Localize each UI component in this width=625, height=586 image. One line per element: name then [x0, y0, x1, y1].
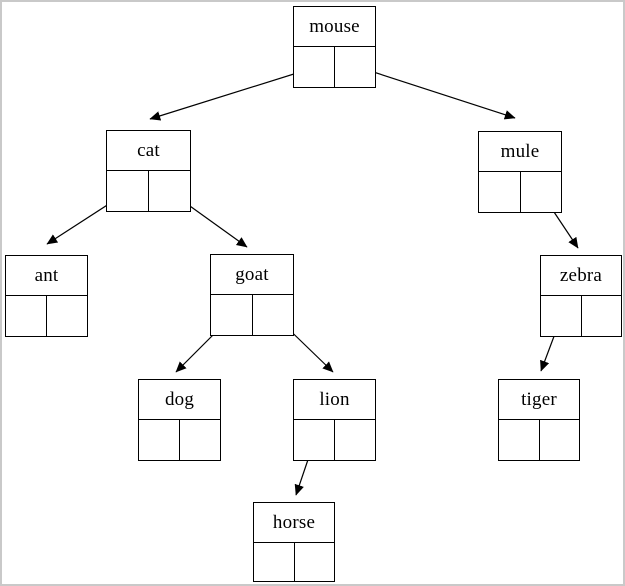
- right-pointer-cell: [540, 420, 580, 460]
- left-pointer-cell: [479, 172, 521, 212]
- left-pointer-cell: [254, 543, 295, 581]
- right-pointer-cell: [47, 296, 87, 336]
- tree-node-tiger: tiger: [498, 379, 580, 461]
- right-pointer-cell: [149, 171, 190, 211]
- edge-mouse-left-to-cat: [149, 67, 314, 121]
- left-pointer-cell: [211, 295, 253, 335]
- node-label-dog: dog: [139, 380, 220, 420]
- right-pointer-cell: [335, 420, 375, 460]
- right-pointer-cell: [295, 543, 335, 581]
- node-label-tiger: tiger: [499, 380, 579, 420]
- tree-node-mouse: mouse: [293, 6, 376, 88]
- edge-mouse-right-to-mule: [354, 65, 516, 120]
- right-pointer-cell: [521, 172, 562, 212]
- pointer-cells-dog: [139, 420, 220, 460]
- pointer-cells-lion: [294, 420, 375, 460]
- pointer-cells-mouse: [294, 47, 375, 87]
- pointer-cells-horse: [254, 543, 334, 581]
- pointer-cells-zebra: [541, 296, 621, 336]
- node-label-lion: lion: [294, 380, 375, 420]
- node-label-mouse: mouse: [294, 7, 375, 47]
- left-pointer-cell: [107, 171, 149, 211]
- left-pointer-cell: [294, 47, 335, 87]
- node-label-ant: ant: [6, 256, 87, 296]
- right-pointer-cell: [582, 296, 622, 336]
- right-pointer-cell: [335, 47, 375, 87]
- left-pointer-cell: [499, 420, 540, 460]
- pointer-cells-goat: [211, 295, 293, 335]
- left-pointer-cell: [139, 420, 180, 460]
- tree-node-zebra: zebra: [540, 255, 622, 337]
- pointer-cells-ant: [6, 296, 87, 336]
- tree-node-ant: ant: [5, 255, 88, 337]
- left-pointer-cell: [6, 296, 47, 336]
- node-label-cat: cat: [107, 131, 190, 171]
- right-pointer-cell: [253, 295, 294, 335]
- left-pointer-cell: [541, 296, 582, 336]
- node-label-goat: goat: [211, 255, 293, 295]
- node-label-mule: mule: [479, 132, 561, 172]
- pointer-cells-tiger: [499, 420, 579, 460]
- tree-node-dog: dog: [138, 379, 221, 461]
- right-pointer-cell: [180, 420, 220, 460]
- left-pointer-cell: [294, 420, 335, 460]
- pointer-cells-cat: [107, 171, 190, 211]
- tree-node-cat: cat: [106, 130, 191, 212]
- tree-node-lion: lion: [293, 379, 376, 461]
- tree-node-horse: horse: [253, 502, 335, 582]
- tree-node-mule: mule: [478, 131, 562, 213]
- node-label-zebra: zebra: [541, 256, 621, 296]
- tree-node-goat: goat: [210, 254, 294, 336]
- node-label-horse: horse: [254, 503, 334, 543]
- pointer-cells-mule: [479, 172, 561, 212]
